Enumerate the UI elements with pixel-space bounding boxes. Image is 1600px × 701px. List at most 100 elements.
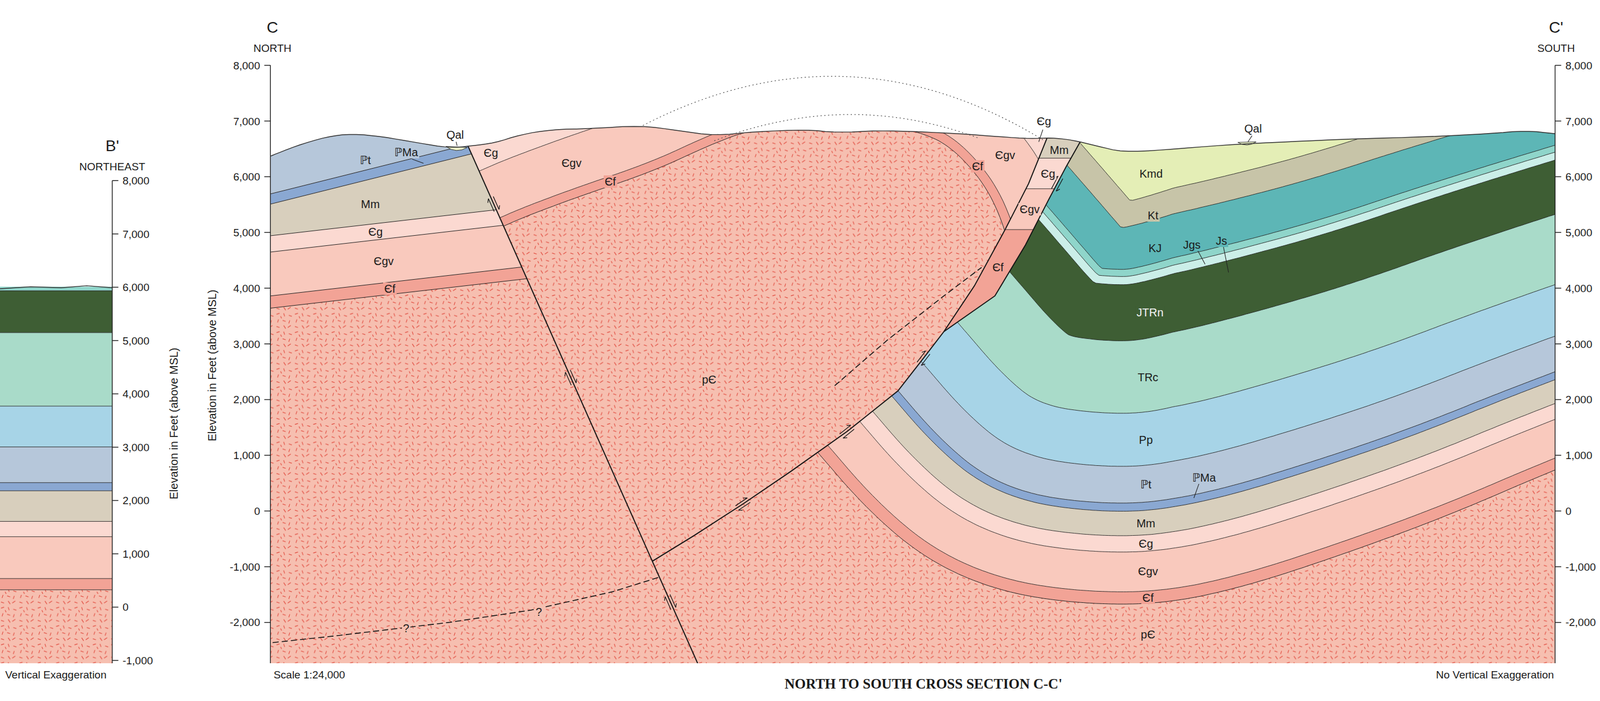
leader-lines bbox=[412, 129, 1253, 499]
tick-label: 8,000 bbox=[231, 59, 262, 72]
tick-label: 4,000 bbox=[231, 282, 262, 294]
unit-label: JTRn bbox=[1135, 306, 1165, 319]
section-graphic bbox=[412, 159, 424, 164]
section-graphic bbox=[642, 0, 1564, 277]
unit-label: Єg bbox=[1137, 537, 1155, 551]
tick-label: 0 bbox=[1564, 504, 1573, 517]
section-graphic bbox=[1247, 135, 1252, 143]
section-graphic bbox=[112, 607, 119, 608]
unit-label: Js bbox=[1214, 234, 1229, 248]
direction-label: NORTHEAST bbox=[78, 160, 147, 173]
tick-label: 8,000 bbox=[1564, 59, 1594, 72]
unit-label: Єgv bbox=[1136, 565, 1160, 578]
section-graphic bbox=[0, 536, 113, 538]
section-graphic bbox=[642, 231, 1564, 701]
section-graphic bbox=[642, 0, 1564, 701]
section-graphic bbox=[264, 622, 271, 623]
section-graphic bbox=[0, 537, 113, 579]
unit-label: Jgs bbox=[1181, 238, 1202, 252]
section-graphic bbox=[1038, 129, 1043, 143]
unit-label: Mm bbox=[1048, 143, 1070, 157]
slip-arrow bbox=[842, 429, 855, 439]
section-graphic bbox=[898, 229, 1164, 231]
unit-label: ℙMa bbox=[393, 146, 420, 159]
direction-label: NORTH bbox=[252, 42, 293, 55]
section-graphic bbox=[652, 61, 1078, 562]
unit-label: Єf bbox=[603, 175, 618, 188]
section-graphic bbox=[1554, 65, 1556, 664]
section-graphic bbox=[0, 291, 113, 333]
unit-label: Єg bbox=[1039, 167, 1057, 180]
unit-label: Kt bbox=[1146, 209, 1160, 222]
section-graphic bbox=[112, 340, 119, 341]
section-graphic bbox=[264, 120, 271, 122]
unit-label: Kmd bbox=[1138, 167, 1164, 180]
section-graphic bbox=[1554, 622, 1562, 623]
section-graphic bbox=[642, 0, 1564, 270]
section-graphic bbox=[0, 482, 113, 491]
unit-label: Єgv bbox=[372, 255, 395, 268]
section-graphic bbox=[834, 267, 982, 386]
section-graphic bbox=[642, 126, 1564, 701]
section-graphic bbox=[112, 393, 119, 395]
section-graphic bbox=[1223, 247, 1229, 273]
section-graphic bbox=[642, 231, 1564, 592]
scale-label: Scale 1:24,000 bbox=[272, 668, 347, 681]
tick-label: 5,000 bbox=[121, 334, 151, 347]
unit-label: Mm bbox=[1135, 517, 1156, 530]
unit-label: ℙt bbox=[358, 154, 373, 167]
section-graphic bbox=[642, 0, 1564, 701]
section-graphic bbox=[0, 589, 113, 591]
section-graphic bbox=[0, 490, 113, 492]
tick-label: 4,000 bbox=[121, 388, 151, 400]
unit-label: pЄ bbox=[1139, 628, 1157, 641]
section-graphic bbox=[270, 65, 271, 664]
section-graphic bbox=[898, 157, 1164, 189]
eroded-projection bbox=[642, 76, 1043, 140]
section-graphic bbox=[0, 406, 113, 407]
slip-arrow bbox=[493, 196, 500, 210]
section-graphic bbox=[0, 446, 113, 448]
section-graphic bbox=[112, 233, 119, 235]
section-graphic bbox=[642, 25, 1564, 414]
axes bbox=[112, 65, 1562, 664]
unit-label: Mm bbox=[359, 198, 381, 211]
tick-label: 0 bbox=[252, 504, 262, 517]
syncline-block bbox=[204, 0, 1600, 701]
section-graphic bbox=[0, 482, 113, 483]
section-graphic bbox=[642, 0, 1564, 341]
section-graphic bbox=[642, 0, 1564, 701]
section-graphic bbox=[642, 0, 1564, 701]
section-graphic bbox=[1554, 399, 1562, 400]
axis-title: Elevation in Feet (above MSL) bbox=[167, 346, 180, 501]
section-graphic bbox=[642, 172, 1564, 552]
section-graphic bbox=[642, 25, 1564, 701]
section-graphic bbox=[0, 521, 113, 522]
section-graphic bbox=[1554, 287, 1562, 289]
section-graphic bbox=[0, 446, 113, 483]
section-graphic bbox=[111, 180, 113, 664]
eroded-projection bbox=[714, 114, 978, 142]
tick-label: 2,000 bbox=[231, 393, 262, 406]
section-graphic bbox=[642, 126, 1564, 512]
ground-surface bbox=[270, 126, 1555, 157]
section-graphic bbox=[448, 102, 703, 674]
tick-label: 6,000 bbox=[121, 281, 151, 294]
axis-title: Elevation in Feet (above MSL) bbox=[205, 288, 219, 443]
tick-label: 6,000 bbox=[1564, 170, 1594, 183]
section-graphic bbox=[642, 117, 1564, 701]
tick-label: -2,000 bbox=[1564, 616, 1598, 629]
section-graphic bbox=[1554, 120, 1562, 122]
unit-label: Єg bbox=[1035, 115, 1053, 128]
anticline-block bbox=[204, 0, 1600, 701]
slip-arrow bbox=[664, 596, 671, 610]
tick-label: -2,000 bbox=[228, 616, 262, 629]
section-graphic bbox=[204, 0, 1600, 701]
unit-label: Єgv bbox=[994, 148, 1017, 162]
fault-sliver bbox=[898, 40, 1164, 408]
section-graphic bbox=[204, 0, 1600, 701]
slip-arrow bbox=[669, 594, 676, 608]
unit-label: ? bbox=[401, 622, 411, 635]
unit-label: Qal bbox=[1243, 122, 1264, 135]
